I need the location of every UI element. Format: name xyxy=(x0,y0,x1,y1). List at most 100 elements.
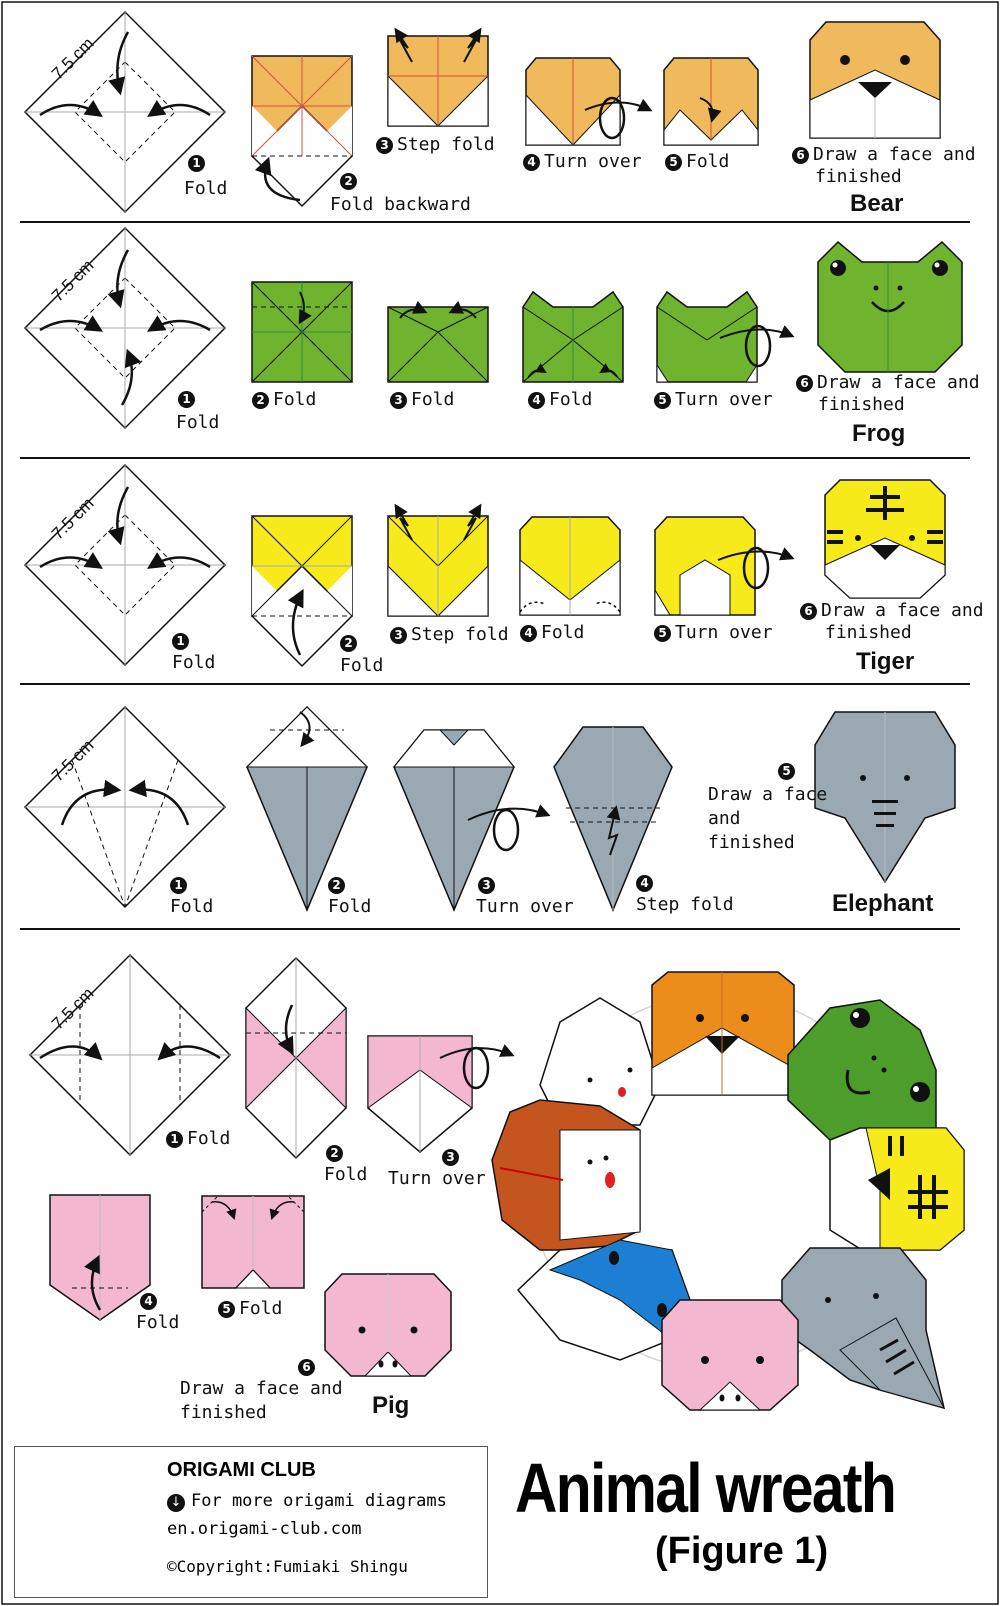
frog-step-5-diagram xyxy=(656,290,795,383)
elephant-step-2-label: Fold xyxy=(328,896,372,917)
bear-step-2-label: Fold backward xyxy=(330,194,471,215)
tiger-step-6-label-2: finished xyxy=(825,622,912,643)
elephant-step-5-label: Draw a face xyxy=(708,784,828,805)
bear-step-2-diagram xyxy=(250,55,354,208)
tiger-step-2-diagram xyxy=(250,515,354,668)
pig-step-2-number: 2 xyxy=(326,1142,347,1164)
elephant-name: Elephant xyxy=(832,890,934,917)
elephant-step-3-diagram xyxy=(392,729,551,912)
elephant-step-3-number: 3 xyxy=(478,874,499,896)
bear-step-4-diagram xyxy=(525,57,653,146)
tiger-step-5-diagram xyxy=(654,516,795,616)
tiger-name: Tiger xyxy=(856,648,915,675)
pig-step-1-diagram xyxy=(28,953,232,1157)
page-title: Animal wreath xyxy=(515,1449,897,1527)
animal-wreath-illustration xyxy=(491,971,965,1411)
frog-step-6-label-2: finished xyxy=(818,394,905,415)
row-separator xyxy=(20,221,970,223)
pig-step-5-diagram xyxy=(201,1195,305,1289)
frog-step-1-diagram xyxy=(23,226,227,430)
page-subtitle: (Figure 1) xyxy=(655,1530,829,1572)
row-separator xyxy=(20,928,960,930)
elephant-step-3-label: Turn over xyxy=(476,896,574,917)
wreath-white-rabbit xyxy=(539,997,661,1126)
pig-step-6-number: 6 xyxy=(298,1356,319,1378)
pig-step-4-label: Fold xyxy=(136,1312,180,1333)
tiger-step-1-number: 1 xyxy=(172,630,193,652)
bear-step-3-diagram xyxy=(387,27,489,127)
tiger-step-4-diagram xyxy=(519,516,621,616)
frog-step-4-diagram xyxy=(522,290,624,383)
brand-name: ORIGAMI CLUB xyxy=(167,1459,316,1481)
elephant-step-4-number: 4 xyxy=(636,872,657,894)
pig-step-3-label: Turn over xyxy=(388,1168,486,1189)
elephant-step-5-label-2: and xyxy=(708,808,741,829)
elephant-step-2-number: 2 xyxy=(328,874,349,896)
bear-step-1-label: Fold xyxy=(184,178,228,199)
elephant-finished-face xyxy=(814,711,956,884)
pig-step-3-number: 3 xyxy=(442,1146,463,1168)
wreath-elephant xyxy=(781,1247,946,1410)
bear-step-5-diagram xyxy=(663,57,759,146)
elephant-step-1-label: Fold xyxy=(170,896,214,917)
pig-step-6-label: Draw a face and xyxy=(180,1378,343,1399)
row-separator xyxy=(20,457,970,459)
elephant-step-4-diagram xyxy=(553,726,673,912)
bear-name: Bear xyxy=(850,190,904,217)
tiger-finished-face xyxy=(824,479,946,599)
pig-step-2-label: Fold xyxy=(324,1164,368,1185)
tiger-step-1-label: Fold xyxy=(172,652,216,673)
wreath-blue-face xyxy=(516,1239,691,1361)
elephant-step-1-number: 1 xyxy=(170,874,191,896)
wreath-frog xyxy=(787,999,937,1141)
tiger-step-2-label: Fold xyxy=(340,655,384,676)
tiger-step-2-number: 2 xyxy=(340,632,361,654)
pig-step-3-diagram xyxy=(367,1035,515,1153)
wreath-tiger xyxy=(829,1127,965,1251)
frog-step-1-label: Fold xyxy=(176,412,220,433)
bear-step-2-number: 2 xyxy=(340,170,361,192)
frog-finished-face xyxy=(817,240,963,373)
bear-finished-face xyxy=(809,21,941,139)
pig-step-4-diagram xyxy=(49,1194,151,1321)
row-separator xyxy=(20,683,970,685)
pig-name: Pig xyxy=(372,1392,410,1419)
more-diagrams-line: ↓For more origami diagrams xyxy=(167,1491,447,1512)
frog-step-1-number: 1 xyxy=(178,388,199,410)
bear-step-1-number: 1 xyxy=(188,152,209,174)
bear-step-1-diagram xyxy=(23,10,227,214)
wreath-brown-face xyxy=(491,1099,641,1251)
frog-name: Frog xyxy=(852,420,906,447)
elephant-step-5-label-3: finished xyxy=(708,832,795,853)
tiger-step-1-diagram xyxy=(23,463,227,667)
elephant-step-4-label: Step fold xyxy=(636,894,734,915)
wreath-pig xyxy=(661,1299,799,1411)
elephant-step-2-diagram xyxy=(245,705,369,912)
elephant-step-5-number: 5 xyxy=(778,760,799,782)
pig-step-4-number: 4 xyxy=(140,1290,161,1312)
footer-box: ORIGAMI CLUB ↓For more origami diagrams … xyxy=(14,1446,488,1598)
wreath-bear xyxy=(651,971,795,1096)
more-diagrams-text: For more origami diagrams xyxy=(191,1491,447,1511)
site-url-link[interactable]: en.origami-club.com xyxy=(167,1519,362,1539)
frog-step-3-diagram xyxy=(387,300,489,383)
tiger-step-3-diagram xyxy=(387,503,489,617)
pig-step-2-diagram xyxy=(245,956,347,1160)
pig-step-6-label-2: finished xyxy=(180,1402,267,1423)
pig-finished-face xyxy=(324,1273,452,1377)
